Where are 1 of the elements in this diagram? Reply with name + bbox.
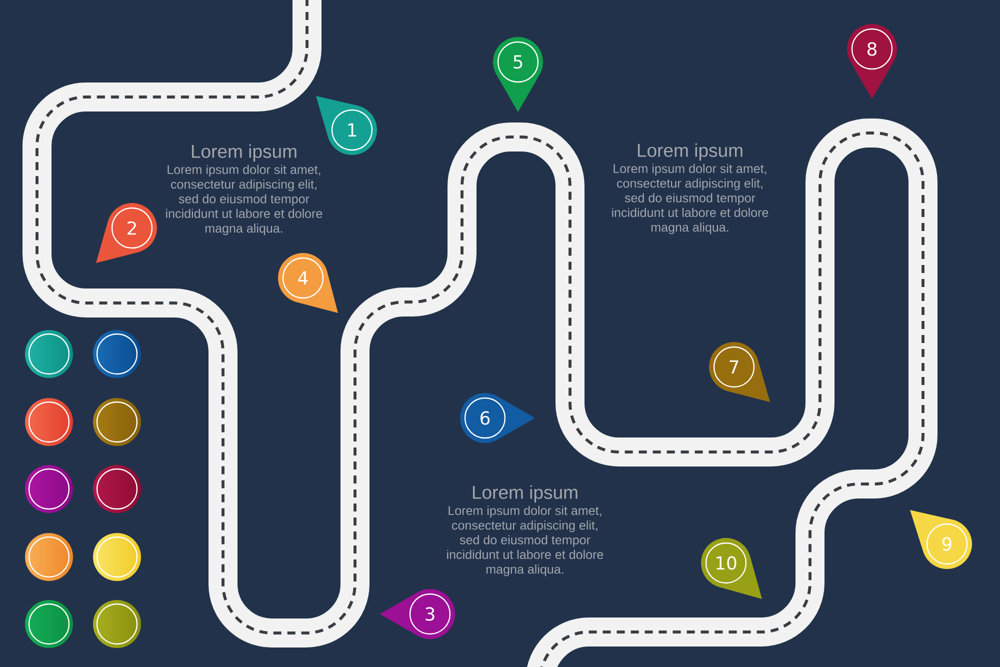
map-pin: 9	[910, 510, 972, 569]
